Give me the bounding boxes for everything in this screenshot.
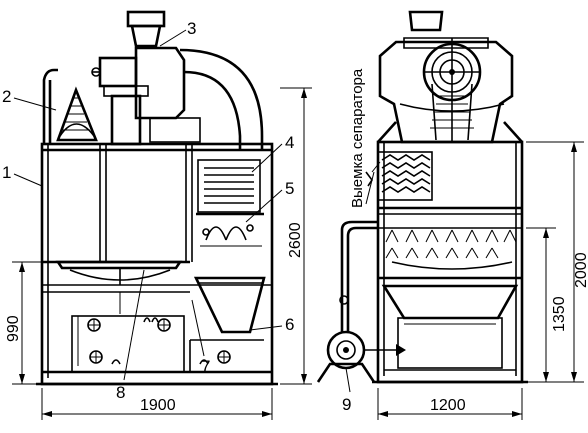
leader-lines — [13, 29, 381, 393]
dimension-lines — [12, 87, 584, 420]
valve-set — [87, 317, 231, 365]
front-hopper — [193, 276, 266, 334]
front-view — [36, 10, 278, 386]
callout-5: 5 — [285, 179, 294, 198]
lower-compartment — [71, 315, 185, 373]
separator-louvers — [204, 167, 254, 204]
callout-7: 7 — [201, 357, 210, 376]
callout-8: 8 — [116, 383, 125, 402]
callout-3: 3 — [187, 19, 196, 38]
side-nozzles — [378, 227, 522, 280]
callout-6: 6 — [285, 315, 294, 334]
fan-motor — [91, 10, 201, 146]
separator-removal-note: Выемка сепаратора — [349, 68, 366, 208]
callout-1: 1 — [2, 163, 11, 182]
dim-side-hopper: 1350 — [551, 296, 568, 332]
dim-front-shelf: 990 — [5, 315, 22, 342]
side-cabinet — [376, 140, 524, 384]
side-view — [316, 10, 528, 384]
dim-front-height: 2600 — [287, 222, 304, 258]
separator-chamber — [197, 159, 261, 213]
cyclone-filter — [42, 68, 98, 144]
nozzle-assembly — [200, 224, 262, 247]
dim-side-height: 2000 — [573, 252, 588, 288]
callout-2: 2 — [2, 87, 11, 106]
callout-9: 9 — [342, 395, 351, 414]
side-separator — [377, 151, 522, 215]
callout-4: 4 — [285, 133, 294, 152]
side-hopper — [381, 284, 519, 320]
dim-front-width: 1900 — [140, 397, 176, 414]
side-fan — [377, 10, 523, 144]
pump — [316, 220, 406, 383]
dim-side-width: 1200 — [430, 397, 466, 414]
front-cabinet — [40, 142, 274, 386]
work-table — [55, 260, 183, 285]
labels: 1 2 3 4 5 6 7 8 9 1900 1200 2600 990 200… — [2, 19, 588, 414]
air-duct — [179, 48, 264, 150]
